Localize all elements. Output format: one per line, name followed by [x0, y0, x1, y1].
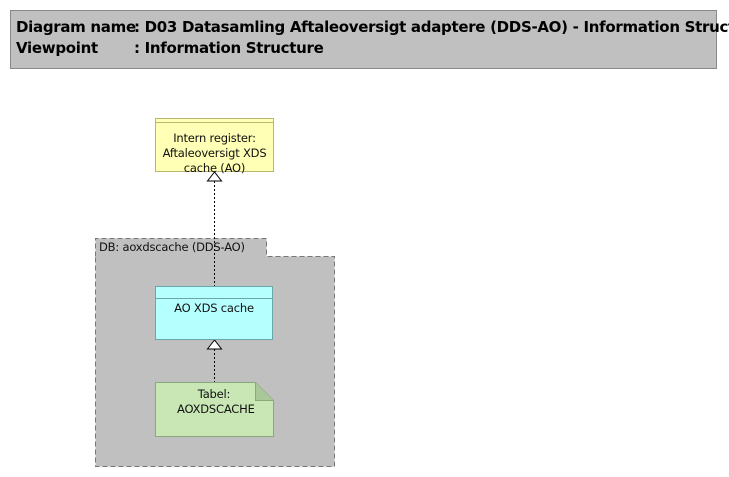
viewpoint-label: Viewpoint: [16, 39, 98, 57]
viewpoint-value: : Information Structure: [134, 39, 324, 57]
diagram-header: Diagram name: D03 Datasamling Aftaleover…: [10, 10, 729, 69]
arrowhead-icon: [206, 339, 223, 350]
diagram-name-label: Diagram name: [16, 18, 136, 36]
intern-register-label: Intern register: Aftaleoversigt XDS cach…: [162, 131, 267, 175]
group-label: DB: aoxdscache (DDS-AO): [99, 240, 245, 254]
arrowhead-icon: [206, 171, 223, 182]
ao-xds-cache-element[interactable]: AO XDS cache: [155, 286, 273, 340]
table-note-shape: [155, 382, 274, 437]
intern-register-element[interactable]: Intern register: Aftaleoversigt XDS cach…: [155, 118, 274, 175]
realization-connector-upper[interactable]: [206, 171, 223, 286]
ao-xds-cache-label: AO XDS cache: [174, 301, 254, 315]
realization-connector-lower[interactable]: [206, 339, 223, 382]
tabel-aoxdscache-element[interactable]: Tabel: AOXDSCACHE: [155, 382, 273, 436]
tabel-label: Tabel: AOXDSCACHE: [177, 387, 255, 416]
diagram-name-value: : D03 Datasamling Aftaleoversigt adapter…: [134, 18, 729, 36]
